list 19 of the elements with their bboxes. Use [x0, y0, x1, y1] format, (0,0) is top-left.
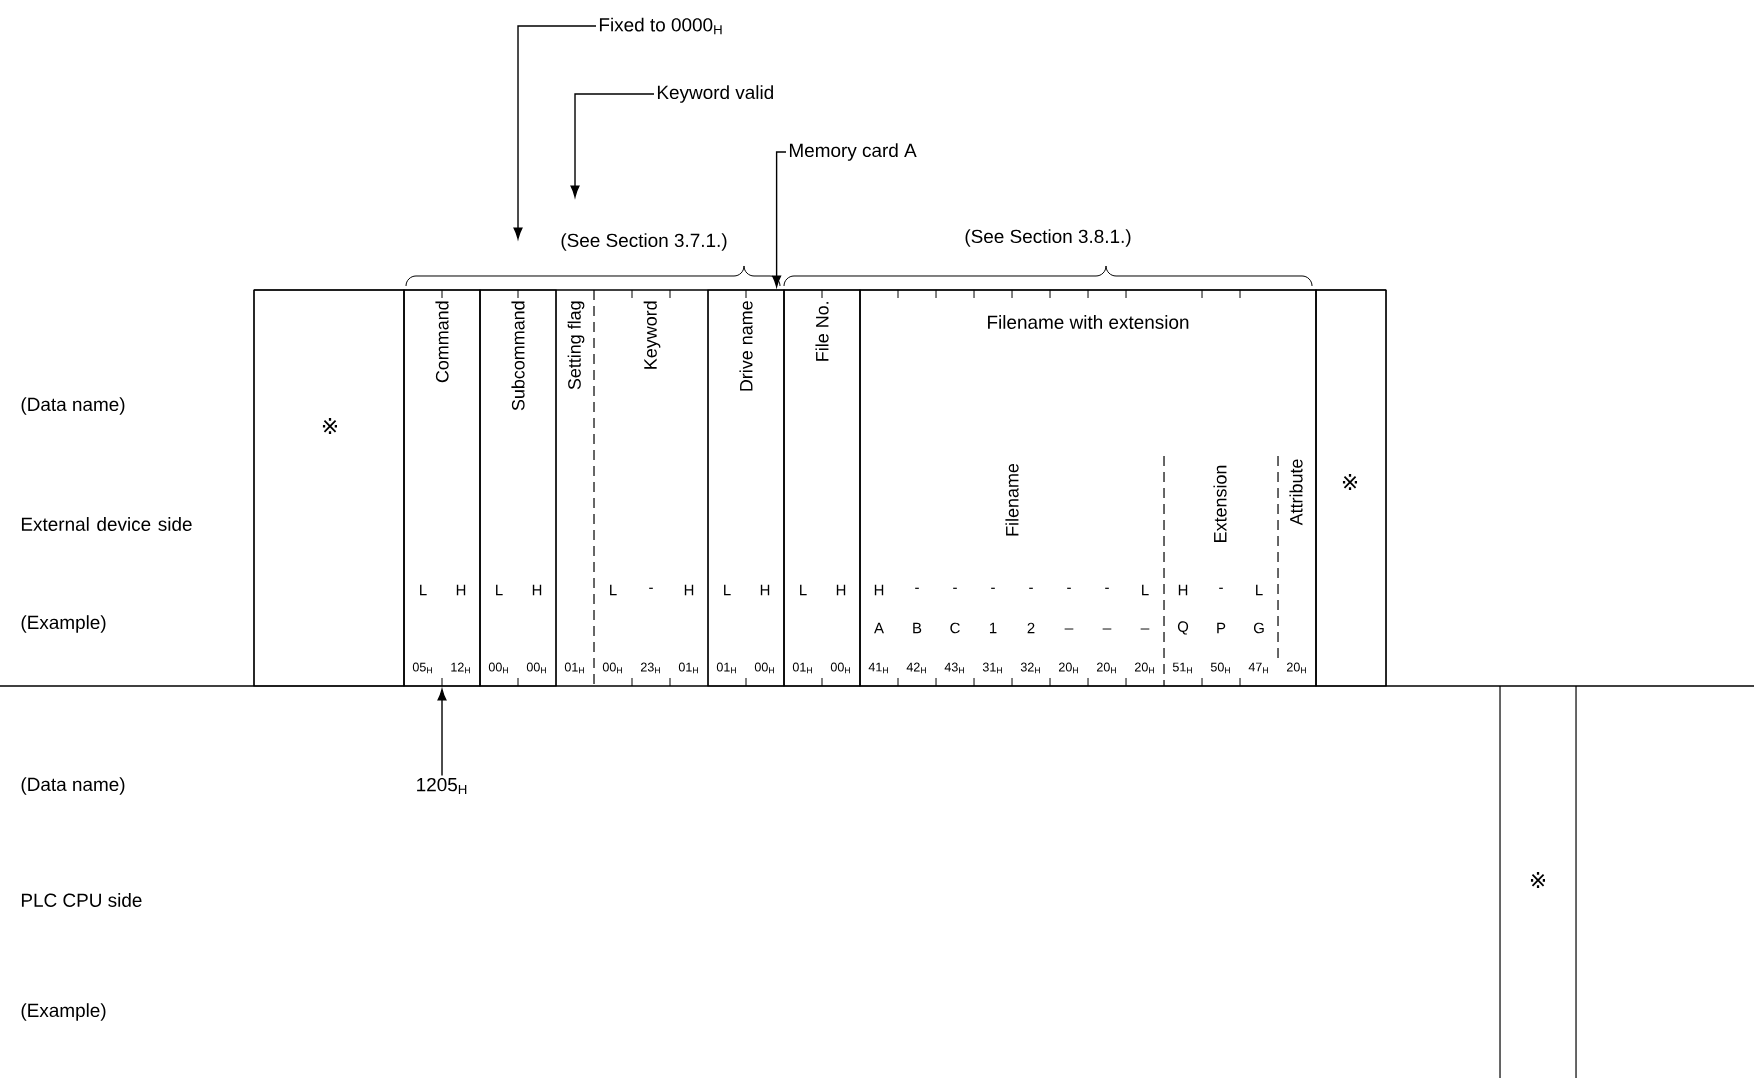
section-note: (See Section 3.8.1.)	[965, 229, 1131, 247]
arrow	[437, 688, 447, 777]
row-label: (Example)	[21, 615, 106, 633]
field-cell: ※	[1530, 872, 1546, 888]
row-label: External device side	[21, 517, 192, 531]
callout-text: Memory card A	[789, 143, 917, 161]
arrow	[570, 93, 655, 198]
section-note: (See Section 3.7.1.)	[561, 233, 727, 251]
arrow	[772, 151, 787, 288]
field-cell: ※	[253, 289, 405, 687]
field-cell: ※	[1315, 289, 1387, 687]
callout-text: Fixed to 0000$_{H}$	[599, 17, 722, 35]
row-label: (Data name)	[21, 397, 125, 415]
callout-text: 1205$_{H}$	[417, 777, 467, 795]
row-label: (Data name)	[21, 777, 125, 795]
callout-text: Keyword valid	[657, 85, 773, 103]
row-label: PLC CPU side	[21, 893, 142, 907]
row-label: (Example)	[21, 1003, 106, 1021]
arrow	[513, 25, 597, 240]
